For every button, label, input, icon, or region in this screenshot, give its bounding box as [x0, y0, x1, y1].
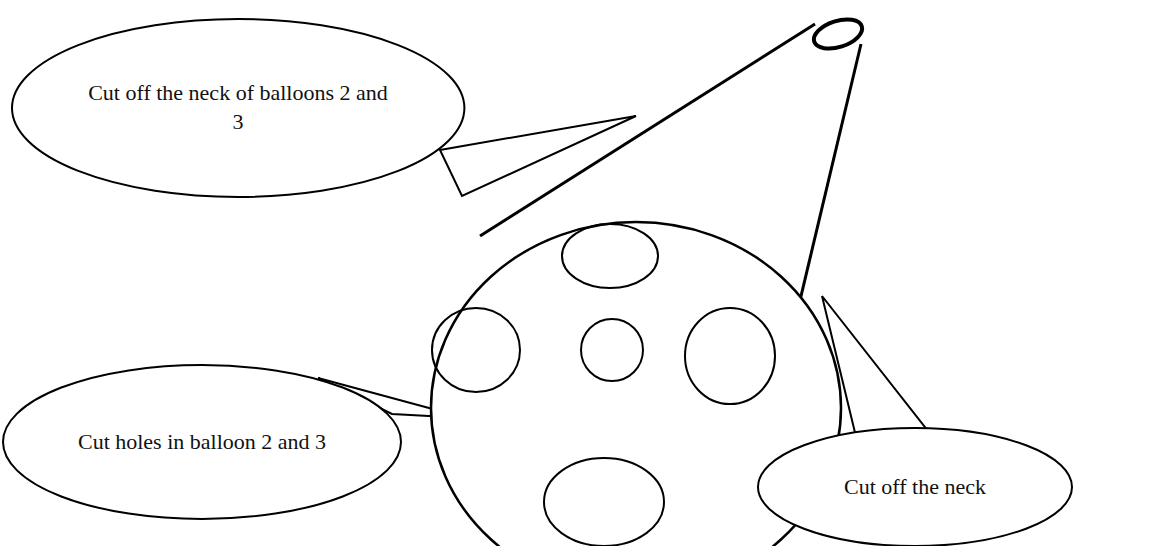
callout-text: Cut holes in balloon 2 and 3: [77, 428, 327, 457]
callout-ellipse: [3, 365, 401, 519]
balloon-hole: [432, 308, 520, 392]
balloon-hole: [562, 224, 658, 288]
callout-outline: [11, 18, 465, 198]
callout-text: Cut off the neck of balloons 2 and 3: [88, 79, 388, 136]
neck-opening: [810, 14, 866, 54]
callout-ellipse: [12, 19, 464, 197]
callout-ellipse: [758, 428, 1072, 546]
callout-bubble: Cut holes in balloon 2 and 3: [2, 364, 402, 520]
balloon-neck: [480, 24, 815, 236]
callout-bubble: Cut off the neck of balloons 2 and 3: [11, 18, 465, 198]
balloon-hole: [685, 308, 775, 404]
callout-text: Cut off the neck: [795, 473, 1035, 502]
callout-bubble: Cut off the neck: [757, 427, 1073, 546]
balloon-hole: [544, 458, 664, 546]
balloon-hole: [581, 319, 643, 381]
